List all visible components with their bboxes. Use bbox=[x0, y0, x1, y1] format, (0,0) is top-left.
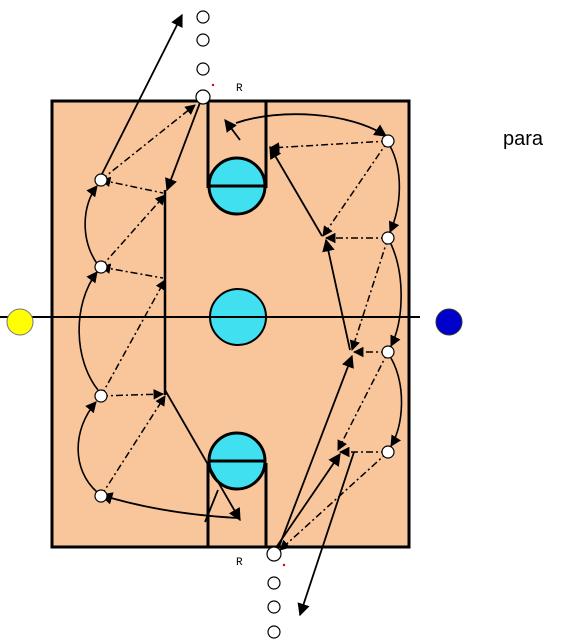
side-word: para bbox=[503, 128, 544, 150]
left-curves bbox=[77, 185, 99, 493]
label-bottom-r: R bbox=[236, 557, 243, 569]
bottom-pool bbox=[207, 431, 267, 491]
players bbox=[94, 10, 395, 639]
top-pool bbox=[207, 156, 267, 216]
player-icon bbox=[266, 546, 282, 562]
player-icon bbox=[267, 625, 281, 639]
center-pool bbox=[209, 288, 267, 346]
player-icon bbox=[196, 10, 210, 24]
player-icon bbox=[195, 89, 211, 105]
player-icon bbox=[94, 260, 108, 274]
label-top-r: R bbox=[236, 83, 243, 95]
yellow-marker-icon bbox=[6, 308, 34, 336]
player-icon bbox=[94, 489, 108, 503]
right-curves bbox=[388, 145, 403, 447]
red-dot bbox=[211, 83, 215, 87]
red-dot bbox=[282, 563, 286, 567]
run-lines bbox=[99, 13, 388, 617]
player-icon bbox=[381, 134, 395, 148]
player-icon bbox=[381, 231, 395, 245]
blue-marker-icon bbox=[435, 308, 463, 336]
player-icon bbox=[267, 600, 281, 614]
pass-lines bbox=[99, 104, 389, 551]
player-icon bbox=[196, 62, 210, 76]
player-icon bbox=[267, 576, 281, 590]
bottom-lane bbox=[206, 463, 268, 547]
player-icon bbox=[94, 173, 108, 187]
player-icon bbox=[381, 345, 395, 359]
player-icon bbox=[94, 389, 108, 403]
player-icon bbox=[381, 445, 395, 459]
player-icon bbox=[196, 33, 210, 47]
